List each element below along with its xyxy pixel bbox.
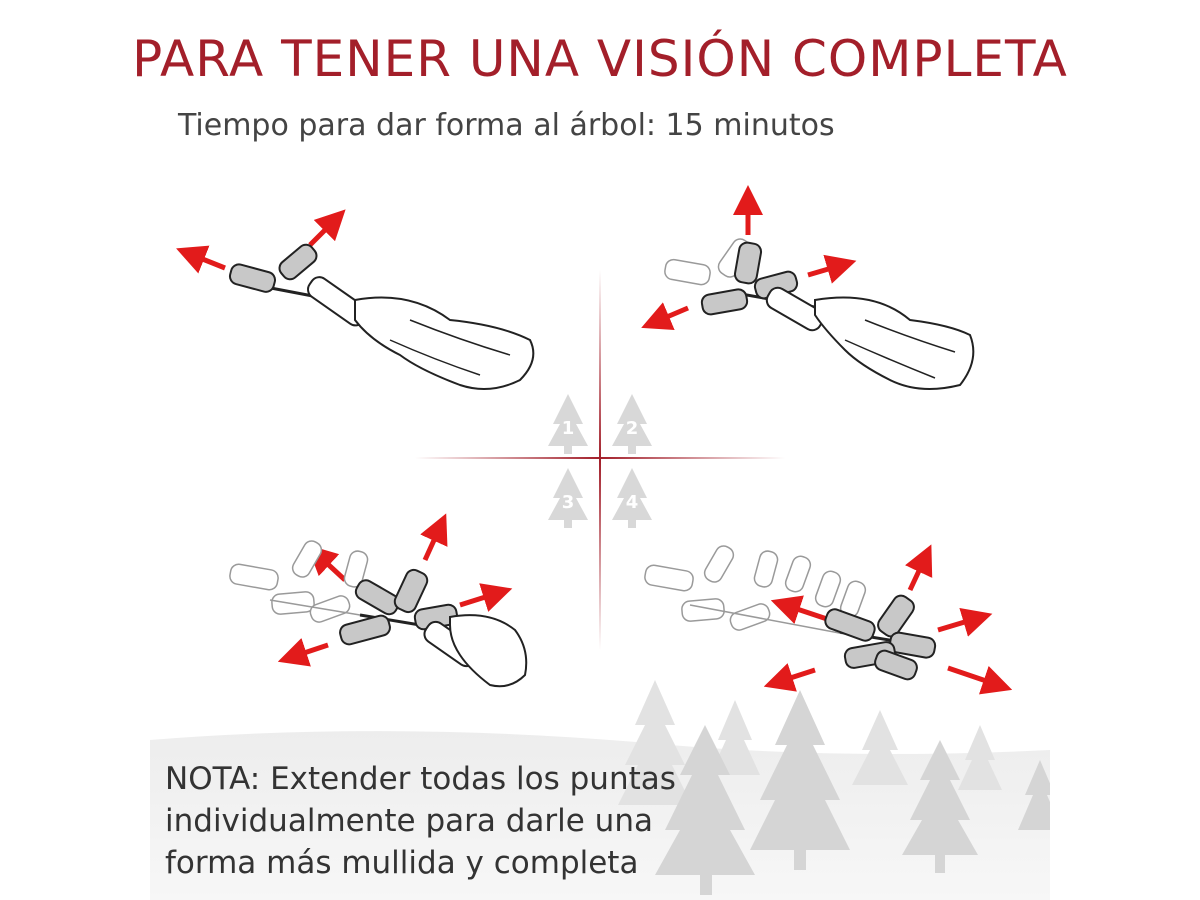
arrow-right: [807, 254, 857, 284]
arrow-left: [641, 302, 689, 330]
arrow-left-inner: [770, 595, 831, 624]
step-4-label: 4: [626, 492, 639, 513]
branch-foliage: [354, 296, 535, 390]
branch-tip: [393, 568, 429, 614]
step-3-tree-icon: 3: [548, 468, 588, 528]
step-1-illustration: [176, 209, 535, 390]
arrow-up-right: [308, 209, 346, 247]
spread-arrows: [176, 209, 346, 274]
page-subtitle: Tiempo para dar forma al árbol: 15 minut…: [178, 108, 835, 143]
faded-tips: [644, 545, 867, 636]
step-4-illustration: [644, 544, 1013, 695]
spread-arrows: [277, 513, 513, 667]
arrow-left: [277, 638, 329, 667]
step-2-tree-icon: 2: [612, 394, 652, 454]
spread-arrows: [763, 544, 1013, 695]
branch-tip: [824, 608, 876, 642]
branch-tip: [228, 263, 277, 293]
step-3-illustration: [229, 513, 528, 688]
branch-tip: [278, 243, 318, 281]
arrow-up: [905, 544, 933, 592]
note-text: NOTA: Extender todas los puntas individu…: [165, 758, 725, 884]
branch-tip: [874, 649, 918, 681]
step-3-label: 3: [562, 492, 575, 513]
branch-tip: [733, 241, 763, 285]
step-4-tree-icon: 4: [612, 468, 652, 528]
spread-arrows: [641, 185, 857, 330]
branch-tip: [354, 579, 400, 616]
faded-tips: [229, 540, 369, 623]
branch-foliage: [449, 614, 528, 688]
step-2-illustration: [641, 185, 975, 390]
arrow-right: [459, 583, 513, 612]
page-title: PARA TENER UNA VISIÓN COMPLETA: [132, 30, 1068, 88]
branch: [228, 243, 535, 390]
branch: [700, 241, 975, 390]
snowy-forest-background: [150, 680, 1050, 900]
cross-horizontal-line: [415, 457, 785, 459]
branch-tip: [339, 614, 391, 646]
note-line: NOTA: Extender todas los puntas: [165, 761, 676, 797]
branch: [824, 594, 937, 681]
branch: [339, 568, 528, 688]
arrow-up-left: [306, 544, 347, 582]
note-line: forma más mullida y completa: [165, 845, 639, 881]
arrow-left: [763, 663, 816, 692]
arrow-right: [937, 607, 993, 637]
branch-tip: [877, 594, 915, 638]
branch-tip: [700, 288, 749, 316]
note-line: individualmente para darle una: [165, 803, 653, 839]
step-1-tree-icon: 1: [548, 394, 588, 454]
cross-vertical-line: [599, 270, 601, 650]
arrow-up: [420, 513, 448, 562]
arrow-down-right: [947, 665, 1013, 695]
arrow-left: [176, 245, 226, 274]
tree-icon: [655, 690, 1050, 895]
branch-foliage: [814, 296, 975, 390]
branch-tip: [888, 631, 937, 659]
tree-icon: [618, 680, 1002, 805]
step-2-label: 2: [626, 418, 639, 439]
step-1-label: 1: [562, 418, 575, 439]
